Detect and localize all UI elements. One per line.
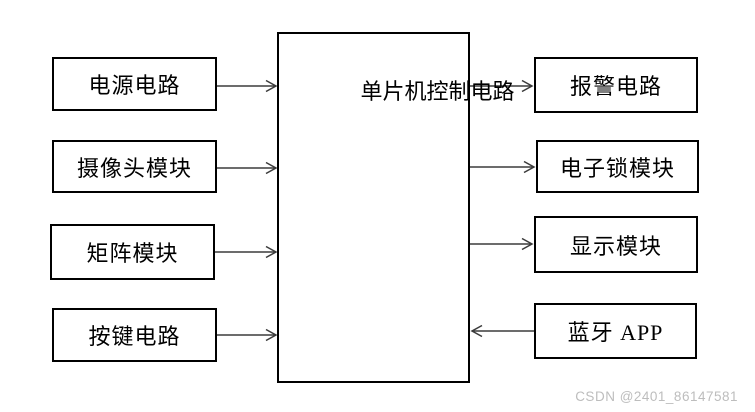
box-label: 蓝牙 APP — [567, 320, 664, 345]
box-label-vertical: 单片机控制电路 — [360, 79, 515, 104]
box-matrix-module: 矩阵模块 — [50, 224, 215, 280]
box-label: 电源电路 — [88, 73, 181, 98]
box-camera-module: 摄像头模块 — [52, 140, 217, 193]
box-label: 按键电路 — [88, 324, 181, 349]
box-key-circuit: 按键电路 — [52, 308, 217, 362]
box-label: 报警电路 — [569, 74, 662, 99]
csdn-watermark: CSDN @2401_86147581 — [575, 389, 738, 404]
box-display-module: 显示模块 — [534, 216, 698, 273]
box-mcu-control-circuit: 单片机控制电路 — [277, 32, 515, 383]
box-electronic-lock-module: 电子锁模块 — [536, 140, 699, 193]
box-label: 矩阵模块 — [86, 241, 179, 266]
box-label: 显示模块 — [569, 233, 662, 259]
box-alarm-circuit: 报警电路 — [534, 57, 698, 113]
box-power-circuit: 电源电路 — [52, 57, 217, 111]
box-bluetooth-app: 蓝牙 APP — [534, 303, 697, 359]
box-label: 电子锁模块 — [559, 155, 675, 181]
box-label: 摄像头模块 — [76, 155, 192, 181]
